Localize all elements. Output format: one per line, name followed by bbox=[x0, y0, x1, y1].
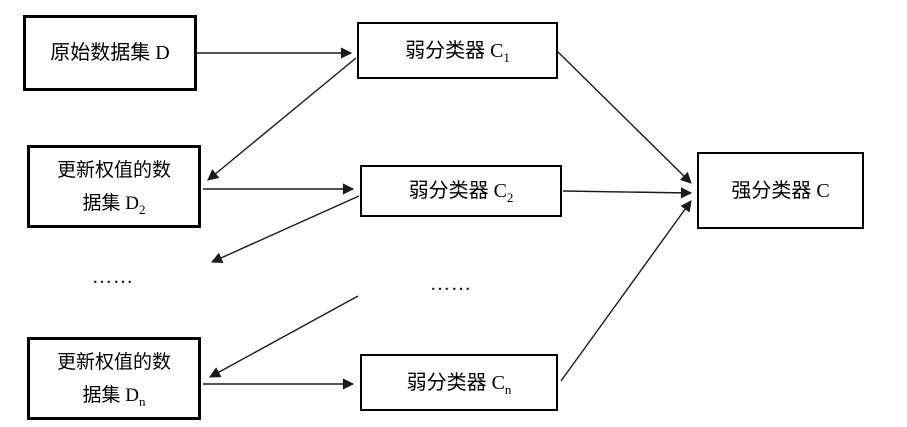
node-updated-dataset-n-label: 更新权值的数 据集 Dn bbox=[56, 351, 171, 409]
subscript: n bbox=[504, 381, 512, 397]
subscript: 2 bbox=[506, 190, 514, 205]
arrow-c1-to-d2 bbox=[207, 57, 357, 181]
node-updated-dataset-2: 更新权值的数 据集 D2 bbox=[27, 145, 201, 228]
node-strong-classifier: 强分类器 C bbox=[697, 152, 864, 229]
node-weak-classifier-1-label: 弱分类器 C1 bbox=[405, 39, 510, 65]
node-weak-classifier-n: 弱分类器 Cn bbox=[360, 354, 558, 411]
arrow-ellipsis-to-dn bbox=[209, 295, 359, 378]
continuation-ellipsis-left: …… bbox=[92, 266, 134, 288]
subscript: 1 bbox=[503, 49, 510, 65]
arrow-cn-to-strong bbox=[560, 200, 692, 382]
node-strong-classifier-label: 强分类器 C bbox=[731, 179, 830, 202]
node-weak-classifier-2-label: 弱分类器 C2 bbox=[408, 180, 514, 205]
node-updated-dataset-2-label: 更新权值的数 据集 D2 bbox=[56, 159, 171, 217]
node-weak-classifier-2: 弱分类器 C2 bbox=[360, 165, 562, 217]
node-updated-dataset-n: 更新权值的数 据集 Dn bbox=[27, 337, 201, 420]
node-original-dataset: 原始数据集 D bbox=[23, 15, 197, 91]
arrow-c1-to-strong bbox=[557, 51, 692, 184]
arrow-c2-to-ellipsis bbox=[210, 195, 360, 263]
arrow-c2-to-strong bbox=[562, 187, 693, 199]
node-weak-classifier-n-label: 弱分类器 Cn bbox=[406, 371, 512, 397]
continuation-ellipsis-middle: …… bbox=[430, 273, 472, 295]
node-original-dataset-label: 原始数据集 D bbox=[50, 42, 170, 64]
subscript: 2 bbox=[138, 201, 146, 217]
subscript: n bbox=[138, 393, 146, 409]
node-weak-classifier-1: 弱分类器 C1 bbox=[357, 22, 558, 79]
